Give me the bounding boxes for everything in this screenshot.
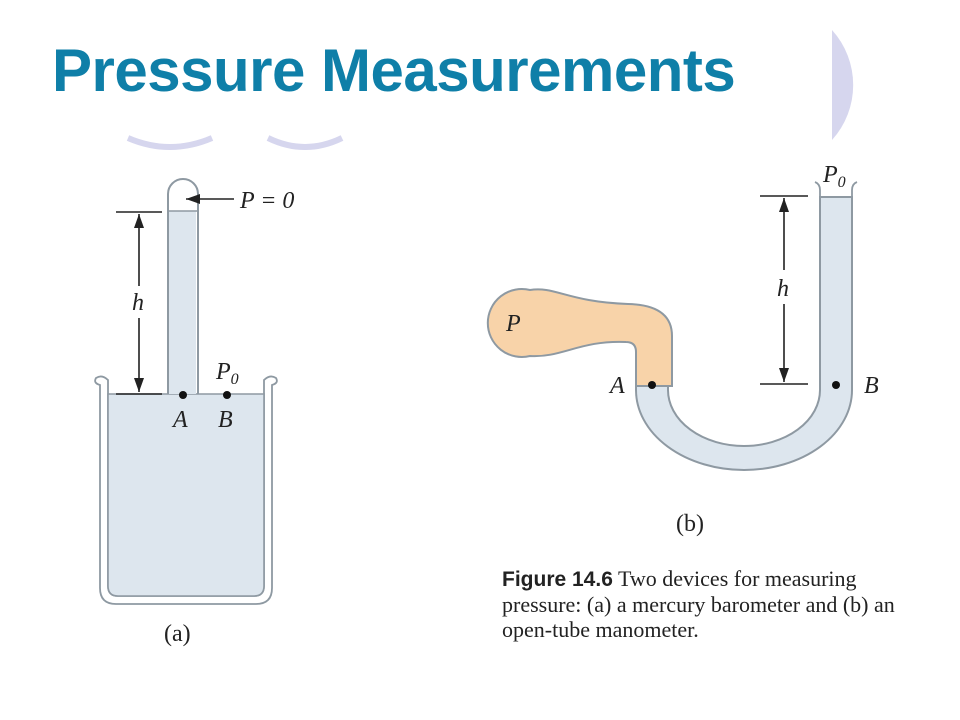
atmospheric-pressure-label-b: P0 — [822, 162, 846, 191]
barometer-diagram: P = 0 h A B P0 (a) — [94, 178, 294, 647]
barometer-tube-outline — [167, 178, 199, 394]
caption-text: Two devices for measuring pressure: (a) … — [502, 566, 895, 642]
point-b-label: B — [218, 407, 233, 433]
figure-b-sublabel: (b) — [676, 511, 704, 537]
decor-half-circle-right — [832, 30, 854, 140]
atmospheric-pressure-label: P0 — [215, 359, 239, 388]
manometer-diagram: h P P0 A B (b) — [486, 162, 879, 537]
point-a-label-b: A — [608, 373, 625, 399]
manometer-liquid — [635, 196, 853, 471]
gas-chamber — [486, 288, 673, 387]
dish-inner-fill — [107, 393, 265, 597]
height-dim-arrow-up-b — [779, 198, 789, 212]
open-tube-right-lip — [851, 181, 858, 197]
height-dim-arrow-up — [134, 214, 144, 228]
figure-number: Figure 14.6 — [502, 568, 613, 591]
height-dim-arrow-down-b — [779, 368, 789, 382]
slide-title: Pressure Measurements — [52, 37, 736, 104]
figure-a-sublabel: (a) — [164, 621, 191, 647]
gas-pressure-label: P — [505, 311, 521, 337]
point-a-marker-b — [648, 381, 656, 389]
decor-circle-arc-left — [126, 135, 214, 150]
point-a-label: A — [171, 407, 188, 433]
point-b-marker — [223, 391, 231, 399]
dish-outline — [94, 375, 278, 605]
height-label-b: h — [777, 276, 789, 302]
height-label: h — [132, 290, 144, 316]
point-b-label-b: B — [864, 373, 879, 399]
point-a-marker — [179, 391, 187, 399]
height-dim-arrow-down — [134, 378, 144, 392]
decor-circle-arc-middle — [266, 135, 344, 150]
vacuum-pressure-label: P = 0 — [239, 188, 294, 214]
figure-caption: Figure 14.6 Two devices for measuring pr… — [502, 566, 902, 642]
vacuum-pointer-arrowhead — [186, 194, 200, 204]
barometer-tube-liquid — [169, 211, 196, 394]
open-tube-left-lip — [814, 181, 821, 197]
point-b-marker-b — [832, 381, 840, 389]
